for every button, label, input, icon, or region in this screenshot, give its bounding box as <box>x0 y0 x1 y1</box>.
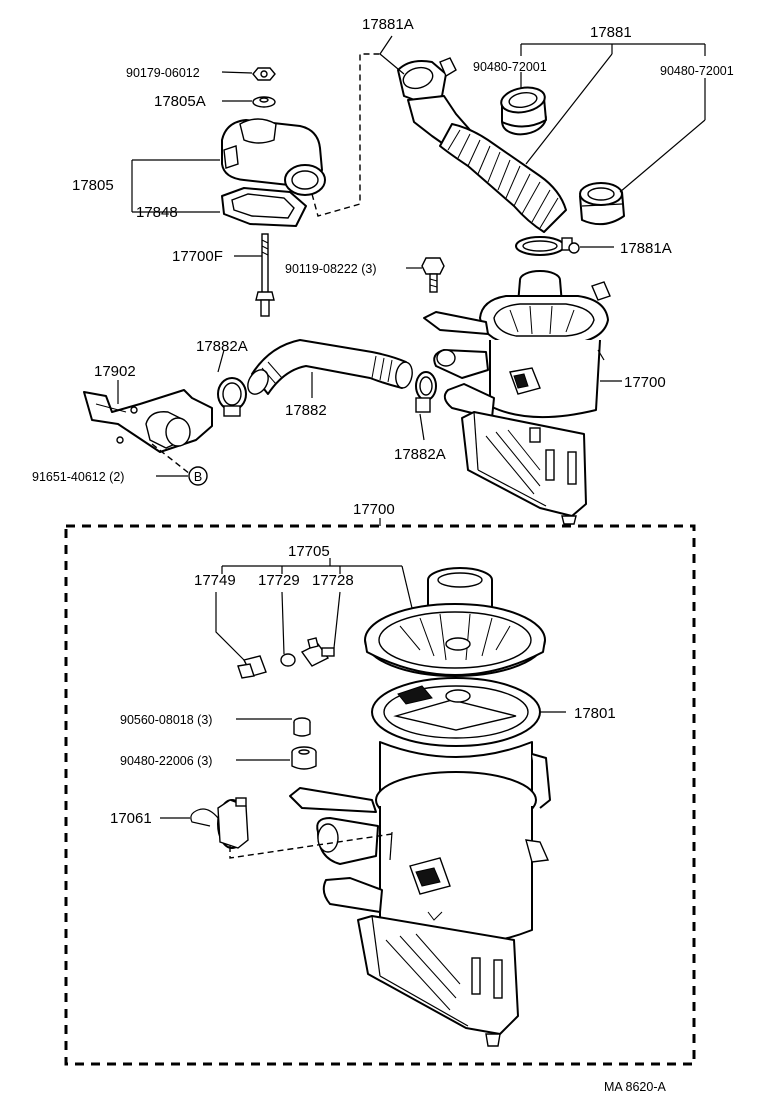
label-17749: 17749 <box>194 572 236 589</box>
filter-element-17801 <box>371 677 541 747</box>
label-17729: 17729 <box>258 572 300 589</box>
sensor-17061 <box>190 797 249 849</box>
hose-clamp-17881A <box>515 236 580 256</box>
label-17881: 17881 <box>590 24 632 41</box>
hose-clamp-17882A-right <box>415 371 437 413</box>
label-90119-08222: 90119-08222 (3) <box>285 262 377 276</box>
label-91651-40612: 91651-40612 (2) <box>32 470 124 484</box>
label-17902: 17902 <box>94 363 136 380</box>
label-17882A-top: 17882A <box>196 338 248 355</box>
lid-assembly-17705 <box>364 567 546 677</box>
svg-text:B: B <box>194 470 202 484</box>
label-90480-72001-right: 90480-72001 <box>660 64 734 78</box>
hose-clamp-17882A-left <box>217 377 247 417</box>
label-17700-frame: 17700 <box>353 501 395 518</box>
label-17881A-top: 17881A <box>362 16 414 33</box>
intake-hose-17882 <box>247 339 413 395</box>
bolt-90119-08222 <box>421 257 445 293</box>
label-17805A: 17805A <box>154 93 206 110</box>
grommet-90480-72001-left <box>500 86 547 136</box>
bracket-17902 <box>83 389 213 453</box>
footer-code: MA 8620-A <box>604 1080 667 1094</box>
grommet-90480-72001-right <box>579 182 625 226</box>
valve-17728 <box>300 637 335 667</box>
label-17801: 17801 <box>574 705 616 722</box>
label-17700F: 17700F <box>172 248 223 265</box>
spacer-90560-08018 <box>293 717 311 737</box>
label-90480-22006: 90480-22006 (3) <box>120 754 212 768</box>
gasket-17729 <box>280 653 296 667</box>
label-17700-upper: 17700 <box>624 374 666 391</box>
label-17881A-mid: 17881A <box>620 240 672 257</box>
stud-17700F <box>255 233 275 317</box>
gasket-17848 <box>221 187 307 227</box>
label-17882A-bottom: 17882A <box>394 446 446 463</box>
label-17882: 17882 <box>285 402 327 419</box>
exploded-view-frame <box>64 524 696 1066</box>
label-90480-72001-left: 90480-72001 <box>473 60 547 74</box>
lower-housing <box>289 741 551 949</box>
lower-tray <box>357 915 519 1047</box>
circle-b-marker: B <box>188 466 208 486</box>
label-17728: 17728 <box>312 572 354 589</box>
label-90179-06012: 90179-06012 <box>126 66 200 80</box>
label-90560-08018: 90560-08018 (3) <box>120 713 212 727</box>
washer-17805A <box>252 96 276 108</box>
label-17061: 17061 <box>110 810 152 827</box>
resonator-17805 <box>221 118 326 196</box>
label-17848: 17848 <box>136 204 178 221</box>
label-17805: 17805 <box>72 177 114 194</box>
air-cleaner-17700-upper <box>423 270 611 525</box>
corrugated-hose-17881 <box>439 123 567 233</box>
clip-17749 <box>237 655 267 679</box>
label-17705: 17705 <box>288 543 330 560</box>
nut-90179-06012 <box>252 67 276 81</box>
grommet-90480-22006 <box>291 746 317 770</box>
